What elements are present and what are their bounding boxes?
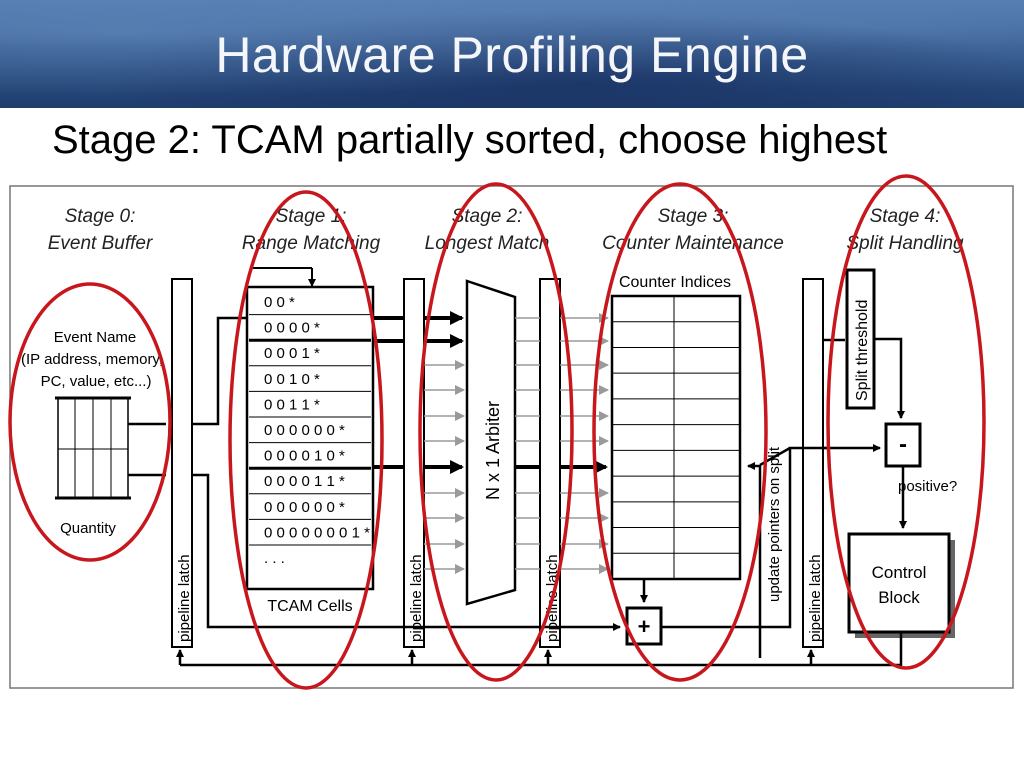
pipeline-latch-2: [403, 278, 425, 648]
event-name-label: Event Name: [54, 329, 137, 346]
stage-2-subtitle: Longest Match: [425, 233, 550, 254]
pipeline-latch-label-1: pipeline latch: [176, 554, 193, 642]
stage-1-subtitle: Range Matching: [242, 233, 381, 254]
event-buffer-grid: [55, 396, 131, 500]
positive-label: positive?: [898, 478, 957, 495]
pipeline-latches: [171, 278, 824, 648]
highlight-ellipses: [8, 174, 986, 690]
pipeline-latch-1: [171, 278, 193, 648]
tcam-rows: 0 0 * 0 0 0 0 * 0 0 0 1 * 0 0 1 0 * 0 0 1 1 …: [249, 294, 371, 567]
highlight-ellipse-stage-1: [228, 190, 384, 690]
stage-4-title: Stage 4:: [870, 206, 941, 227]
stage-4-subtitle: Split Handling: [846, 233, 964, 254]
split-threshold-register: [845, 268, 876, 410]
wiring: [128, 316, 907, 667]
tcam-cell: 0 0 *: [264, 294, 295, 311]
tcam-cell: 0 0 0 0 0 0 *: [264, 422, 345, 439]
page-title: Hardware Profiling Engine: [215, 27, 809, 83]
counter-table: [610, 294, 742, 581]
stage-0-title: Stage 0:: [65, 206, 136, 227]
control-block-label-1: Control: [872, 563, 927, 582]
tcam-cell: . . .: [264, 550, 285, 567]
tcam-table: [245, 285, 375, 591]
split-threshold-label: Split threshold: [854, 300, 871, 401]
event-name-detail-2: PC, value, etc...): [41, 373, 152, 390]
subtractor-block: [884, 422, 922, 468]
tcam-cell: 0 0 1 1 *: [264, 396, 320, 413]
pipeline-latch-4: [802, 278, 824, 648]
counter-indices-label: Counter Indices: [619, 274, 731, 291]
stage-0-subtitle: Event Buffer: [48, 233, 153, 254]
pipeline-latch-label-2: pipeline latch: [408, 554, 425, 642]
tcam-cell: 0 0 0 0 1 1 *: [264, 473, 345, 490]
tcam-cell: 0 0 0 0 0 0 *: [264, 499, 345, 516]
stage-1-title: Stage 1:: [276, 206, 347, 227]
pipeline-latch-3: [539, 278, 561, 648]
stage-3-subtitle: Counter Maintenance: [602, 233, 784, 254]
quantity-label: Quantity: [60, 520, 116, 537]
secondary-data-arrows: [424, 313, 609, 574]
highlight-ellipse-stage-0: [8, 282, 172, 562]
stage-2-title: Stage 2:: [452, 206, 523, 227]
highlight-ellipse-stage-3: [592, 182, 768, 682]
adder-symbol: +: [638, 614, 651, 639]
tcam-cell: 0 0 1 0 *: [264, 371, 320, 388]
tcam-cell: 0 0 0 1 *: [264, 345, 320, 362]
pipeline-latch-label-4: pipeline latch: [807, 554, 824, 642]
arbiter-label: N x 1 Arbiter: [483, 401, 503, 500]
subtract-symbol: -: [899, 431, 907, 458]
tcam-cell: 0 0 0 0 0 0 0 1 *: [264, 524, 370, 541]
tcam-cell: 0 0 0 0 *: [264, 320, 320, 337]
update-pointers-label: update pointers on split: [766, 446, 783, 602]
n-by-1-arbiter: [465, 279, 517, 606]
slide-subtitle: Stage 2: TCAM partially sorted, choose h…: [52, 118, 888, 162]
highlight-ellipse-stage-4: [826, 174, 986, 670]
control-block-label-2: Block: [878, 588, 920, 607]
primary-data-arrows: [373, 311, 608, 474]
title-banner: Hardware Profiling Engine: [0, 0, 1024, 108]
control-block: [847, 532, 951, 634]
highlight-ellipse-stage-2: [418, 182, 574, 682]
counter-rows: [612, 296, 740, 579]
stage-3-title: Stage 3:: [658, 206, 729, 227]
tcam-label: TCAM Cells: [267, 598, 352, 615]
event-name-detail-1: (IP address, memory,: [21, 351, 163, 368]
tcam-cell: 0 0 0 0 1 0 *: [264, 448, 345, 465]
